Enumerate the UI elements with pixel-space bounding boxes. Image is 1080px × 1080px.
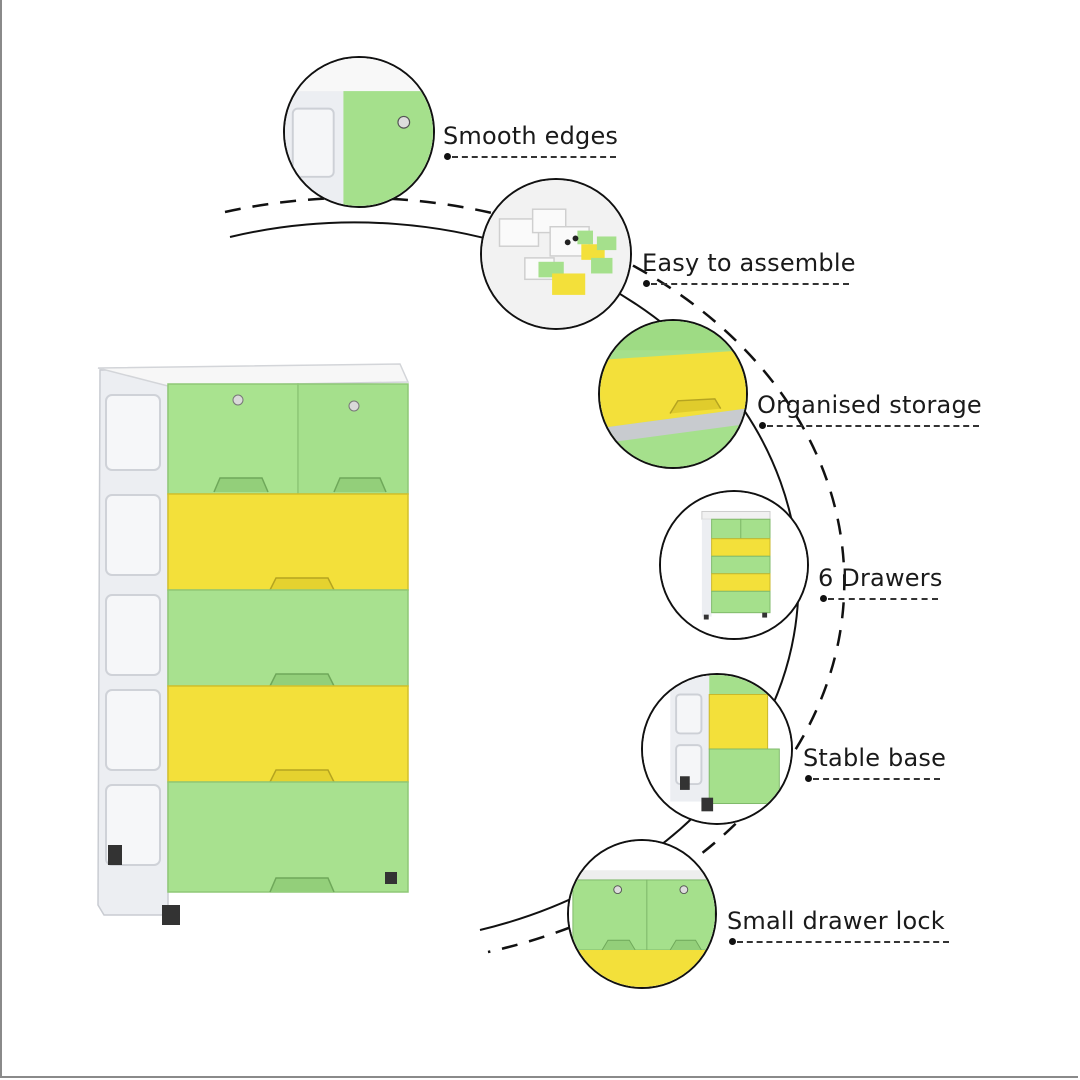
stable-base-dot	[805, 775, 812, 782]
cabinet-base-closeup-icon	[643, 675, 791, 823]
six-drawers-label: 6 Drawers	[818, 564, 943, 592]
cabinet-corner-closeup-icon	[285, 58, 433, 206]
smooth-edges-leader	[452, 156, 616, 158]
smooth-edges-label: Smooth edges	[443, 122, 619, 150]
drawer-lock-label: Small drawer lock	[727, 907, 945, 935]
lock-drawer-closeup-icon	[569, 841, 715, 987]
easy-assemble-leader	[651, 283, 849, 285]
stable-base-leader	[813, 778, 940, 780]
easy-assemble-dot	[643, 280, 650, 287]
drawer-cabinet-image	[97, 363, 410, 925]
drawer-lock-badge	[567, 839, 717, 989]
disassembled-parts-icon	[482, 180, 630, 328]
organised-storage-leader	[767, 425, 979, 427]
six-drawers-leader	[828, 598, 938, 600]
open-drawer-closeup-icon	[600, 321, 746, 467]
drawer-lock-leader	[737, 941, 949, 943]
easy-assemble-badge	[480, 178, 632, 330]
easy-assemble-label: Easy to assemble	[642, 249, 856, 277]
organised-storage-label: Organised storage	[757, 391, 982, 419]
drawer-lock-dot	[729, 938, 736, 945]
cabinet-thumbnail-icon	[661, 492, 807, 638]
organised-storage-dot	[759, 422, 766, 429]
smooth-edges-dot	[444, 153, 451, 160]
six-drawers-badge	[659, 490, 809, 640]
organised-storage-badge	[598, 319, 748, 469]
stable-base-label: Stable base	[803, 744, 947, 772]
stable-base-badge	[641, 673, 793, 825]
smooth-edges-badge	[283, 56, 435, 208]
six-drawers-dot	[820, 595, 827, 602]
